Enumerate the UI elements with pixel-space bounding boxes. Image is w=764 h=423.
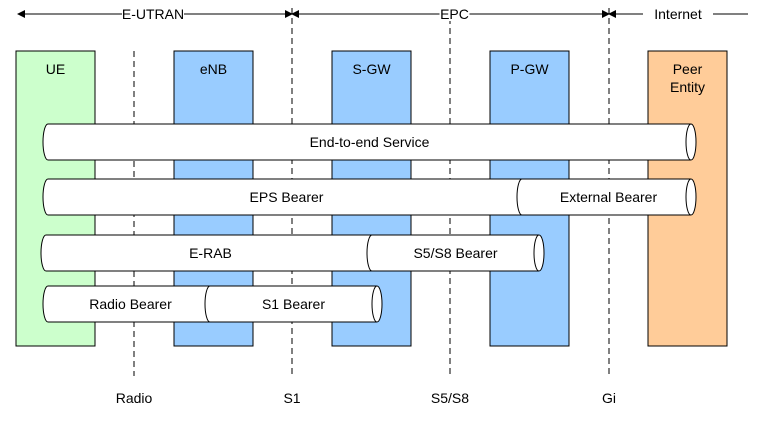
node-ue-label: UE [46,61,65,77]
bearer-end-to-end-service: End-to-end Service [42,123,697,161]
interface-gi-label: Gi [602,390,616,406]
node-enb-label: eNB [200,61,227,77]
bearer-s5s8-bearer-end [533,234,540,272]
bearer-radio-bearer-label: Radio Bearer [89,296,172,312]
node-peer-label: Peer [673,61,703,77]
node-sgw-label: S-GW [352,61,391,77]
node-peer-label: Entity [670,79,705,95]
bearer-s5s8-bearer: S5/S8 Bearer [366,234,545,272]
domain-internet-label: Internet [654,6,702,22]
bearer-s1-bearer: S1 Bearer [204,285,383,323]
bearer-eps-bearer-label: EPS Bearer [250,189,324,205]
bearer-external-bearer-end [685,178,692,216]
bearer-s1-bearer-end [371,285,378,323]
domain-internet-label-bg [643,5,713,21]
bearer-e-rab-label: E-RAB [189,245,232,261]
bearer-s1-bearer-label: S1 Bearer [262,296,325,312]
domain-epc-label: EPC [440,6,469,22]
domain-eutran-label-bg [122,5,184,21]
bearer-external-bearer: External Bearer [516,178,697,216]
node-pgw-label: P-GW [510,61,549,77]
bearer-eps-bearer: EPS Bearer [42,178,531,216]
bearer-end-to-end-service-end [685,123,692,161]
bearer-s5s8-bearer-label: S5/S8 Bearer [413,245,497,261]
bearer-radio-bearer: Radio Bearer [42,285,219,323]
interface-radio-label: Radio [116,390,153,406]
interface-s5s8-label: S5/S8 [431,390,469,406]
domain-epc-label-bg [439,5,470,21]
bearer-external-bearer-label: External Bearer [560,189,658,205]
domain-eutran-label: E-UTRAN [122,6,184,22]
interface-s1-label: S1 [283,390,300,406]
bearer-end-to-end-service-label: End-to-end Service [310,134,430,150]
bearer-e-rab: E-RAB [40,234,381,272]
